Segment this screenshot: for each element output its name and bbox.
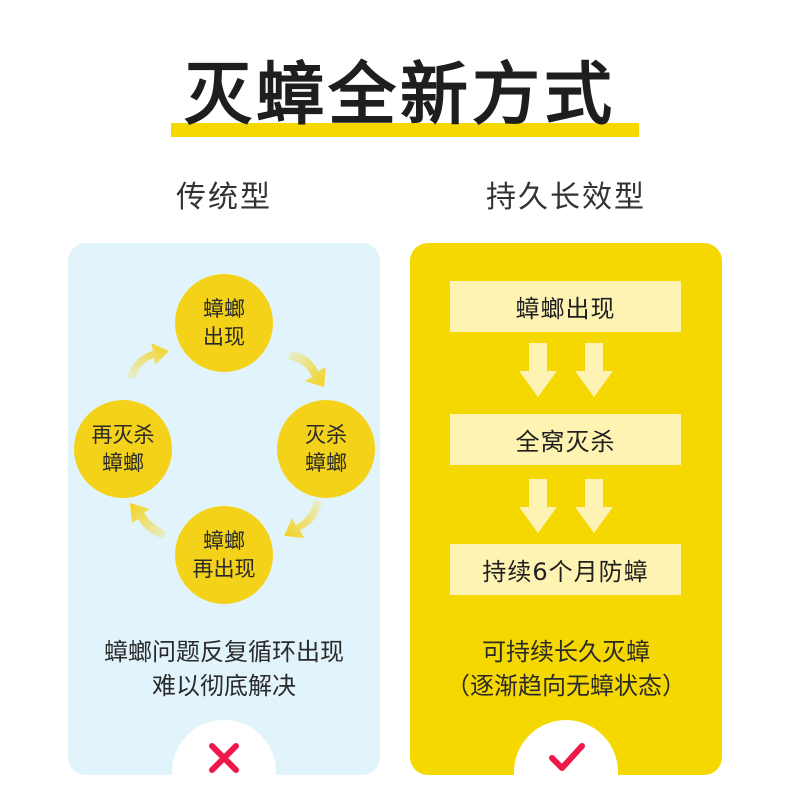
cycle-node-text: 蟑螂	[203, 529, 245, 553]
cycle-node-text: 灭杀	[305, 423, 347, 447]
cycle-node-text: 蟑螂	[102, 451, 144, 475]
traditional-label: 传统型	[176, 180, 272, 215]
caption-line: 蟑螂问题反复循环出现	[104, 638, 344, 666]
caption-line: 可持续长久灭蟑	[482, 638, 650, 666]
verdict-badge	[514, 720, 618, 775]
check-icon	[549, 743, 585, 771]
cycle-node-text: 出现	[203, 325, 245, 349]
curved-arrow-icon	[284, 500, 322, 538]
double-down-arrow-icon	[519, 343, 613, 397]
step-protect: 持续6个月防蟑	[450, 544, 681, 595]
verdict-badge	[172, 720, 276, 775]
title-underline	[171, 123, 639, 137]
curved-arrow-icon	[127, 343, 169, 379]
page-title: 灭蟑全新方式	[183, 56, 616, 135]
long-lasting-label: 持久长效型	[486, 180, 646, 215]
step-kill-nest: 全窝灭杀	[450, 414, 681, 465]
caption-line: 难以彻底解决	[152, 672, 296, 700]
cycle-node-text: 蟑螂	[203, 297, 245, 321]
cycle-node-text: 蟑螂	[305, 451, 347, 475]
long-lasting-card: 蟑螂出现 全窝灭杀 持续6个月防蟑 可持续长久灭蟑 （逐渐趋向无蟑状态）	[410, 243, 722, 775]
cycle-node-appear: 蟑螂 出现	[175, 274, 273, 372]
step-appear: 蟑螂出现	[450, 281, 681, 332]
cycle-node-rekill: 再灭杀 蟑螂	[74, 400, 172, 498]
traditional-card: 蟑螂 出现 灭杀 蟑螂 蟑螂 再出现 再灭杀 蟑螂	[68, 243, 380, 775]
long-lasting-caption: 可持续长久灭蟑 （逐渐趋向无蟑状态）	[410, 635, 722, 703]
cycle-node-text: 再出现	[192, 557, 256, 581]
cross-icon	[209, 743, 239, 773]
header: 灭蟑全新方式	[0, 0, 800, 150]
traditional-caption: 蟑螂问题反复循环出现 难以彻底解决	[68, 635, 380, 703]
curved-arrow-icon	[130, 503, 166, 539]
curved-arrow-icon	[288, 351, 326, 387]
cycle-node-kill: 灭杀 蟑螂	[277, 400, 375, 498]
cycle-node-reappear: 蟑螂 再出现	[175, 506, 273, 604]
cycle-node-text: 再灭杀	[91, 423, 155, 447]
caption-line: （逐渐趋向无蟑状态）	[446, 672, 686, 700]
double-down-arrow-icon	[519, 479, 613, 533]
